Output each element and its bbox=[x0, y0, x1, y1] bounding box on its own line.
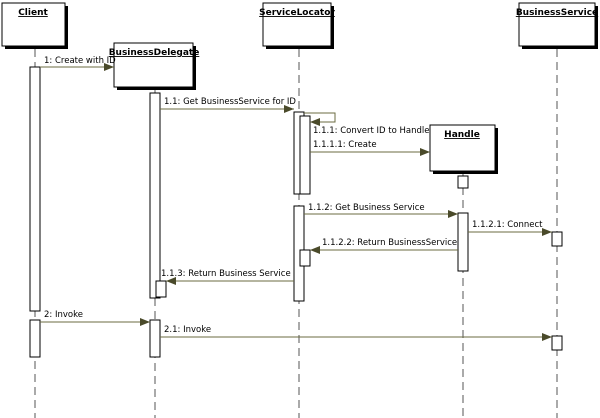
svg-text:Client: Client bbox=[18, 8, 48, 18]
message-1-1-2-1-connect: 1.1.2.1: Connect bbox=[468, 220, 552, 236]
svg-text:1: Create with ID: 1: Create with ID bbox=[44, 56, 116, 66]
activation-delegate-nested bbox=[155, 280, 167, 298]
message-1-1-2-get-business-service: 1.1.2: Get Business Service bbox=[304, 203, 458, 218]
message-1-create-with-id: 1: Create with ID bbox=[40, 56, 116, 71]
svg-text:1.1.2.1: Connect: 1.1.2.1: Connect bbox=[472, 220, 543, 230]
svg-text:1.1.3: Return Business Service: 1.1.3: Return Business Service bbox=[161, 269, 291, 279]
activation-delegate-2 bbox=[149, 319, 161, 358]
activation-handle-1 bbox=[457, 175, 469, 189]
svg-text:1.1: Get BusinessService for I: 1.1: Get BusinessService for ID bbox=[164, 97, 296, 107]
activation-locator-2-nested bbox=[299, 249, 311, 267]
svg-text:1.1.2: Get Business Service: 1.1.2: Get Business Service bbox=[308, 203, 425, 213]
activation-service-1 bbox=[551, 231, 563, 247]
message-2-invoke: 2: Invoke bbox=[40, 310, 150, 326]
svg-text:1.1.2.2: Return BusinessServic: 1.1.2.2: Return BusinessService bbox=[322, 238, 457, 248]
activation-handle-2 bbox=[457, 212, 469, 272]
svg-text:1.1.1.1: Create: 1.1.1.1: Create bbox=[313, 140, 377, 150]
svg-text:2: Invoke: 2: Invoke bbox=[44, 310, 83, 320]
message-1-1-get-business-service-for-id: 1.1: Get BusinessService for ID bbox=[160, 97, 296, 113]
svg-text:2.1: Invoke: 2.1: Invoke bbox=[164, 325, 211, 335]
object-service-locator: ServiceLocator bbox=[259, 2, 335, 49]
message-1-1-3-return-business-service: 1.1.3: Return Business Service bbox=[161, 269, 294, 285]
svg-text:ServiceLocator: ServiceLocator bbox=[259, 8, 335, 18]
activation-delegate-1 bbox=[149, 92, 161, 299]
object-business-delegate: BusinessDelegate bbox=[109, 42, 200, 90]
object-business-service: BusinessService bbox=[516, 2, 598, 49]
message-1-1-2-2-return-business-service: 1.1.2.2: Return BusinessService bbox=[310, 238, 458, 254]
activation-locator-nested bbox=[299, 115, 311, 195]
activation-client-1 bbox=[29, 66, 41, 312]
activation-service-2 bbox=[551, 335, 563, 351]
svg-text:BusinessDelegate: BusinessDelegate bbox=[109, 48, 200, 58]
activation-client-2 bbox=[29, 319, 41, 358]
svg-text:BusinessService: BusinessService bbox=[516, 8, 598, 18]
svg-text:1.1.1: Convert ID to Handle: 1.1.1: Convert ID to Handle bbox=[313, 126, 429, 136]
object-handle: Handle bbox=[429, 124, 498, 174]
message-1-1-1-1-create: 1.1.1.1: Create bbox=[310, 140, 430, 156]
message-2-1-invoke: 2.1: Invoke bbox=[160, 325, 552, 341]
object-client: Client bbox=[1, 2, 68, 49]
svg-text:Handle: Handle bbox=[444, 130, 480, 140]
message-1-1-1-convert-id-to-handle: 1.1.1: Convert ID to Handle bbox=[304, 112, 429, 136]
